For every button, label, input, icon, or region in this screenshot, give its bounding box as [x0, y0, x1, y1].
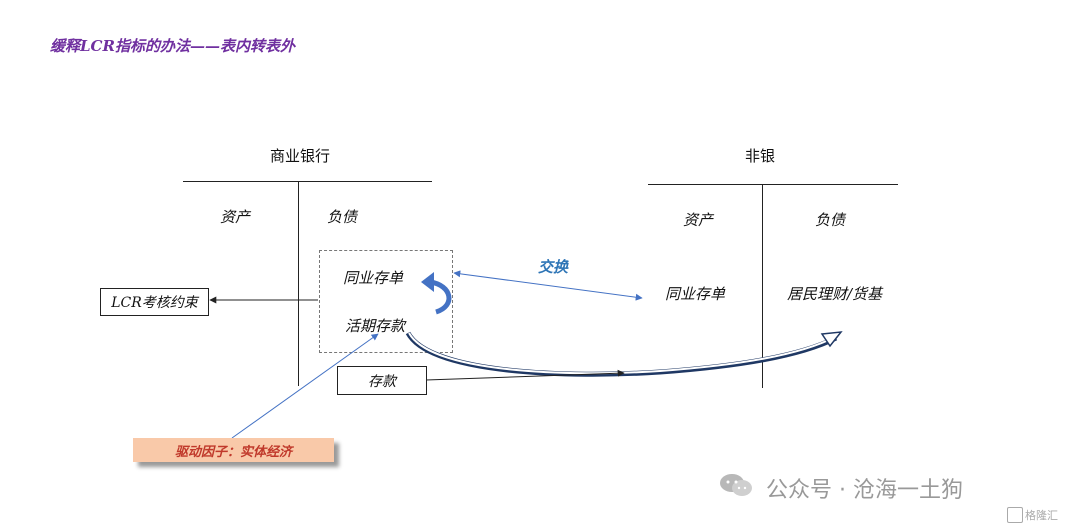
- conversion-arrowhead: [421, 272, 434, 292]
- commercial-bank-horizontal-rule: [183, 181, 432, 182]
- conversion-curved-arrow: [429, 279, 452, 315]
- commercial-bank-interbank-cd: 同业存单: [343, 269, 404, 287]
- wechat-icon: [718, 472, 754, 498]
- non-bank-name: 非银: [745, 147, 776, 165]
- non-bank-vertical-rule: [762, 184, 763, 388]
- commercial-bank-vertical-rule: [298, 181, 299, 386]
- non-bank-resident-wealth: 居民理财/货基: [787, 285, 883, 303]
- deposit-box: 存款: [337, 366, 427, 395]
- flow-arrowhead: [820, 331, 843, 348]
- non-bank-interbank-cd: 同业存单: [665, 285, 726, 303]
- lcr-constraint-box: LCR考核约束: [100, 288, 209, 316]
- liabilities-highlight-box: [319, 250, 453, 353]
- exchange-double-arrow: [453, 270, 643, 301]
- corner-logo-text: 格隆汇: [1025, 509, 1058, 522]
- commercial-bank-liabilities-label: 负债: [327, 208, 358, 226]
- driver-arrow: [231, 333, 379, 439]
- non-bank-horizontal-rule: [648, 184, 898, 185]
- driver-factor-box: 驱动因子：实体经济: [133, 438, 334, 462]
- commercial-bank-demand-deposit: 活期存款: [345, 317, 406, 335]
- commercial-bank-assets-label: 资产: [220, 208, 251, 226]
- commercial-bank-name: 商业银行: [270, 147, 331, 165]
- flow-arrow-to-resident-wealth: [405, 331, 838, 377]
- page-title: 缓释LCR指标的办法——表内转表外: [50, 37, 295, 55]
- non-bank-liabilities-label: 负债: [815, 211, 846, 229]
- deposit-flow-arrow: [425, 369, 625, 381]
- watermark-text: 公众号 · 沧海一土狗: [766, 478, 963, 503]
- corner-logo-icon: [1007, 507, 1023, 523]
- non-bank-assets-label: 资产: [683, 211, 714, 229]
